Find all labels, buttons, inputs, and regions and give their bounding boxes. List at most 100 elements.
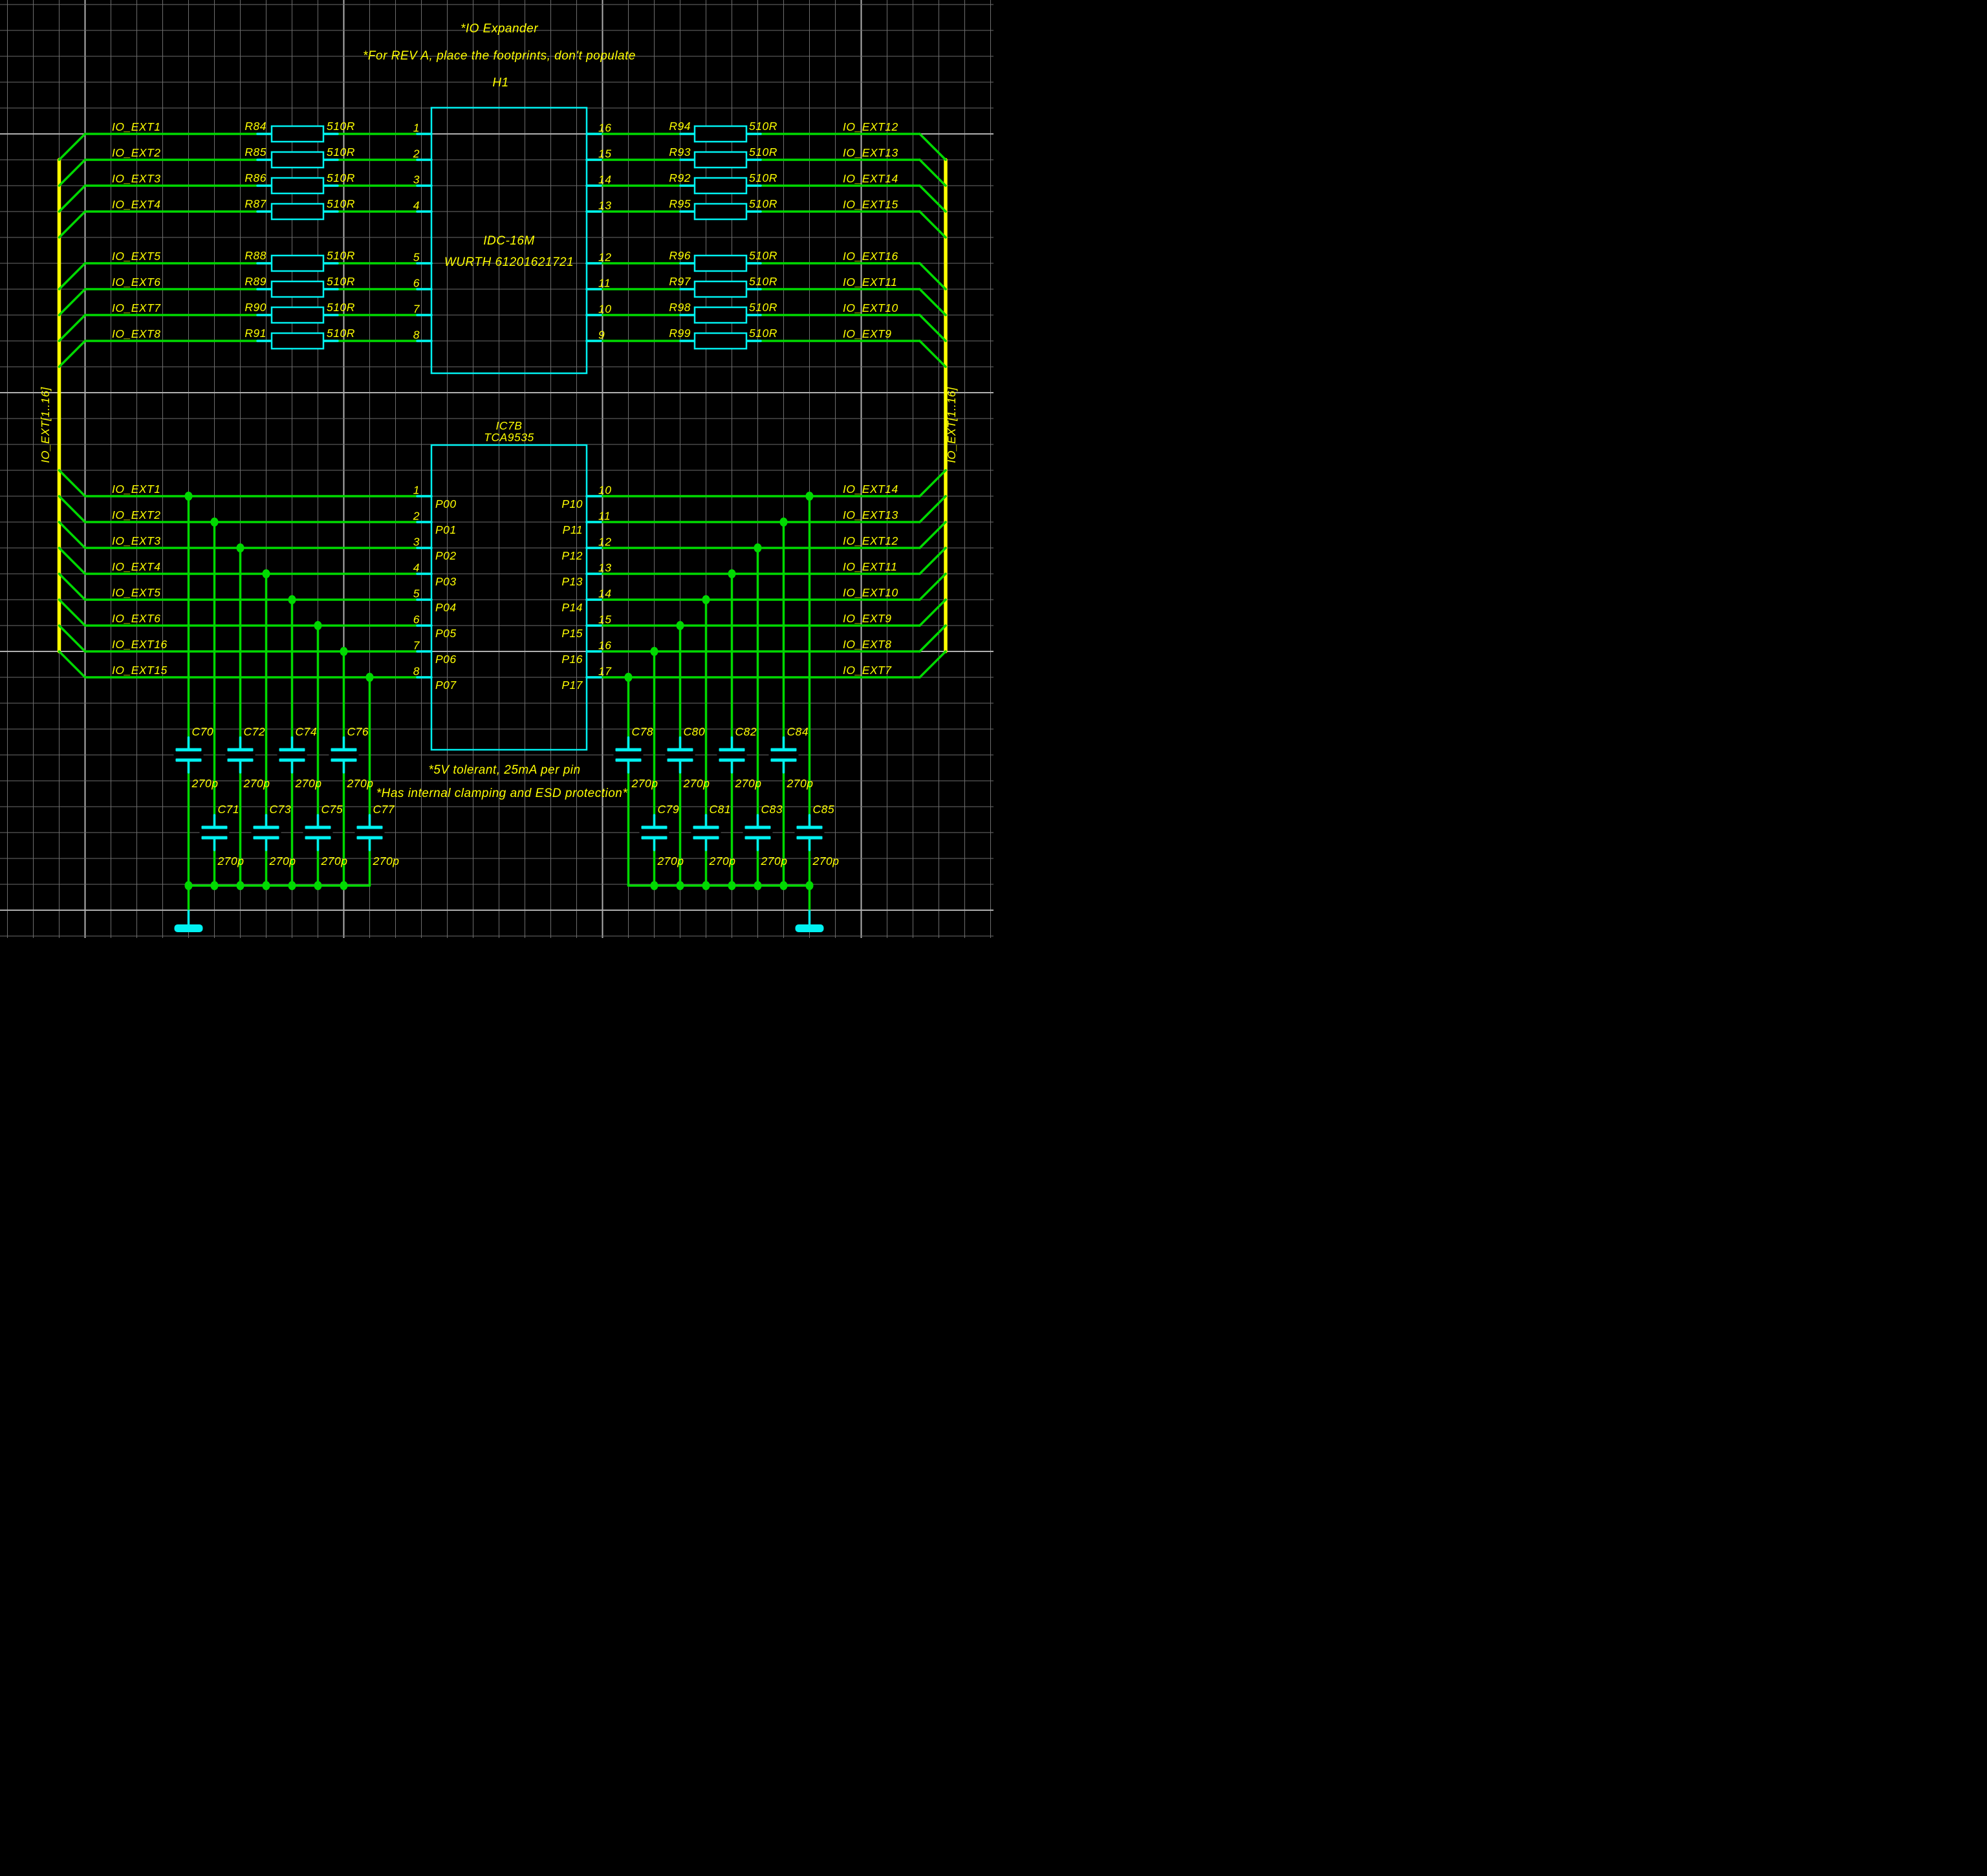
pin-name[interactable]: P15 (561, 627, 583, 640)
wire-segment[interactable] (58, 210, 87, 239)
capacitor-ref[interactable]: C77 (373, 803, 395, 816)
resistor-body[interactable] (693, 280, 748, 298)
resistor-value[interactable]: 510R (327, 327, 355, 340)
wire-segment[interactable] (918, 262, 947, 290)
capacitor-plate[interactable] (175, 748, 202, 752)
junction-dot[interactable] (340, 647, 348, 656)
capacitor-value[interactable]: 270p (373, 855, 400, 867)
pin-number[interactable]: 12 (598, 251, 611, 264)
resistor-value[interactable]: 510R (327, 275, 355, 288)
net-label[interactable]: IO_EXT8 (112, 327, 160, 340)
resistor-ref[interactable]: R98 (669, 301, 691, 314)
wire-segment[interactable] (918, 469, 947, 497)
pin-number[interactable]: 4 (413, 199, 420, 212)
resistor-body[interactable] (693, 125, 748, 143)
net-label[interactable]: IO_EXT7 (112, 301, 161, 314)
net-label[interactable]: IO_EXT10 (843, 301, 898, 314)
pin-number[interactable]: 1 (413, 122, 420, 135)
capacitor-value[interactable]: 270p (761, 855, 788, 867)
pin-name[interactable]: P00 (435, 497, 457, 510)
wire-segment[interactable] (58, 521, 87, 549)
wire-segment[interactable] (918, 133, 947, 161)
capacitor-plate[interactable] (744, 836, 771, 840)
connector-part[interactable]: WURTH 61201621721 (444, 256, 574, 269)
pin-number[interactable]: 7 (413, 639, 420, 652)
capacitor-ref[interactable]: C76 (347, 725, 369, 738)
capacitor-ref[interactable]: C73 (270, 803, 292, 816)
pin-number[interactable]: 13 (598, 562, 611, 574)
pin-number[interactable]: 8 (413, 665, 420, 678)
capacitor-plate[interactable] (227, 748, 254, 752)
capacitor-plate[interactable] (719, 758, 745, 762)
wire-segment[interactable] (918, 184, 947, 213)
resistor-value[interactable]: 510R (327, 146, 355, 158)
pin-name[interactable]: P14 (561, 601, 583, 614)
capacitor-plate[interactable] (175, 758, 202, 762)
wire-segment[interactable] (918, 288, 947, 316)
resistor-body[interactable] (693, 202, 748, 221)
resistor-body[interactable] (693, 254, 748, 272)
junction-dot[interactable] (210, 881, 219, 890)
capacitor-plate[interactable] (796, 825, 823, 829)
wire-segment[interactable] (58, 624, 87, 653)
capacitor-plate[interactable] (356, 836, 383, 840)
pin-name[interactable]: P17 (561, 679, 583, 692)
pin-name[interactable]: P05 (435, 627, 457, 640)
capacitor-ref[interactable]: C78 (632, 725, 654, 738)
connector-outline[interactable] (430, 107, 588, 375)
wire-segment[interactable] (58, 262, 87, 290)
pin-number[interactable]: 1 (413, 484, 420, 497)
ic-ref[interactable]: IC7B (496, 419, 523, 432)
capacitor-ref[interactable]: C79 (658, 803, 680, 816)
resistor-ref[interactable]: R86 (244, 171, 266, 184)
pin-name[interactable]: P12 (561, 549, 583, 562)
ic-value[interactable]: TCA9535 (484, 431, 534, 444)
pin-number[interactable]: 2 (413, 510, 420, 523)
schematic-note[interactable]: *IO Expander (461, 22, 538, 36)
net-label[interactable]: IO_EXT7 (843, 664, 892, 677)
capacitor-plate[interactable] (641, 836, 668, 840)
capacitor-plate[interactable] (305, 825, 331, 829)
capacitor-plate[interactable] (279, 758, 305, 762)
resistor-value[interactable]: 510R (749, 327, 777, 340)
pin-number[interactable]: 4 (413, 562, 420, 574)
resistor-body[interactable] (270, 177, 325, 195)
net-label[interactable]: IO_EXT12 (843, 120, 898, 133)
wire-segment[interactable] (58, 573, 87, 601)
pin-name[interactable]: P07 (435, 679, 457, 692)
wire-segment[interactable] (58, 184, 87, 213)
junction-dot[interactable] (236, 543, 244, 552)
pin-name[interactable]: P04 (435, 601, 457, 614)
wire-segment[interactable] (918, 547, 947, 575)
capacitor-plate[interactable] (641, 825, 668, 829)
wire-segment[interactable] (918, 650, 947, 679)
schematic-note[interactable]: *Has internal clamping and ESD protectio… (376, 787, 628, 800)
junction-dot[interactable] (210, 518, 219, 527)
junction-dot[interactable] (340, 881, 348, 890)
wire-segment[interactable] (58, 495, 87, 523)
ic-outline[interactable] (430, 444, 588, 751)
pin-number[interactable]: 15 (598, 613, 611, 626)
capacitor-value[interactable]: 270p (787, 777, 814, 790)
junction-dot[interactable] (779, 518, 788, 527)
wire-segment[interactable] (918, 314, 947, 342)
wire-segment[interactable] (58, 340, 87, 368)
resistor-body[interactable] (693, 306, 748, 324)
capacitor-ref[interactable]: C81 (710, 803, 732, 816)
pin-number[interactable]: 2 (413, 147, 420, 160)
net-label[interactable]: IO_EXT12 (843, 534, 898, 547)
capacitor-value[interactable]: 270p (709, 855, 736, 867)
pin-number[interactable]: 11 (598, 277, 611, 290)
resistor-body[interactable] (270, 151, 325, 169)
resistor-value[interactable]: 510R (327, 301, 355, 314)
pin-number[interactable]: 12 (598, 536, 611, 549)
pin-number[interactable]: 13 (598, 199, 611, 212)
wire-segment[interactable] (918, 521, 947, 549)
capacitor-value[interactable]: 270p (295, 777, 322, 790)
resistor-value[interactable]: 510R (749, 197, 777, 210)
net-label[interactable]: IO_EXT14 (843, 483, 898, 496)
resistor-body[interactable] (270, 306, 325, 324)
pin-name[interactable]: P03 (435, 575, 457, 588)
wire-segment[interactable] (918, 495, 947, 523)
